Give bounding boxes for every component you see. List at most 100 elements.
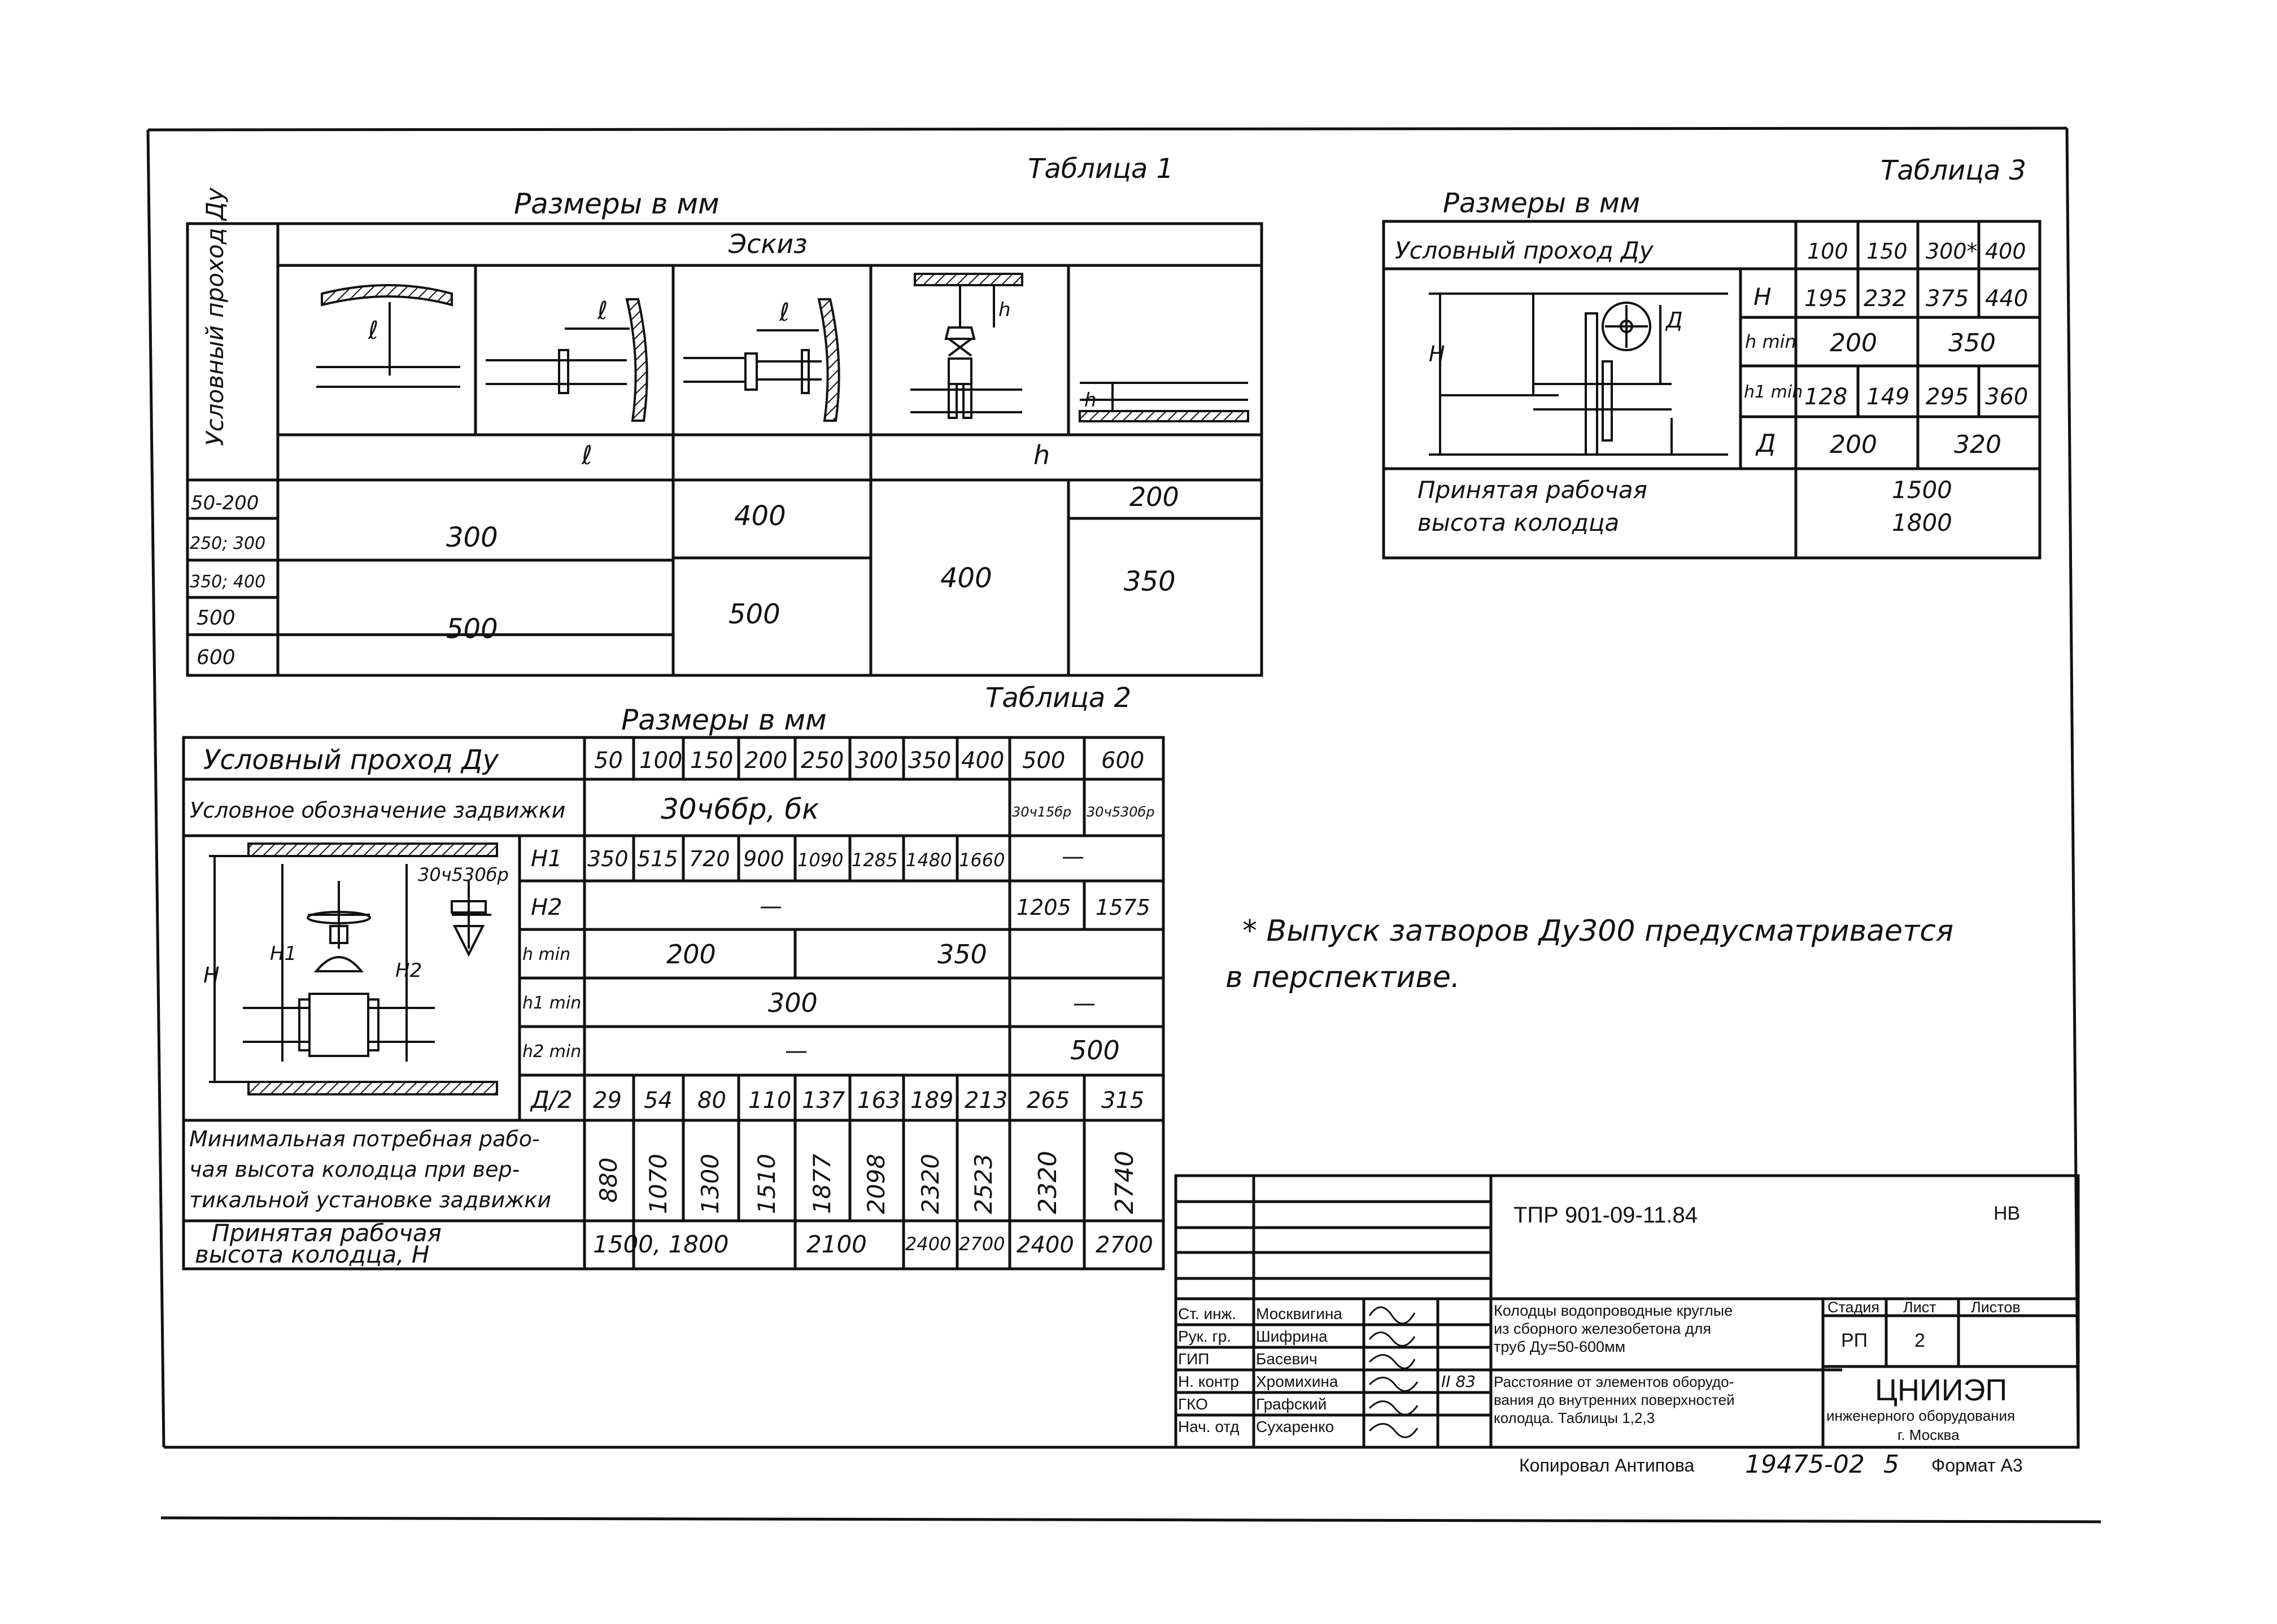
- table-1-h-label: h: [1033, 440, 1050, 470]
- table-3-dy-label: Условный проход Ду: [1395, 237, 1654, 264]
- table-3-prin: 1500: [1892, 476, 1952, 504]
- table-2-h1min-label: h1 min: [522, 993, 581, 1013]
- table-3-hmin-label: h min: [1745, 331, 1796, 352]
- table-3-prin-label: Принятая рабочая: [1417, 476, 1647, 504]
- sketch-dim: H1: [270, 942, 296, 965]
- table-1-units: Размеры в мм: [514, 187, 719, 220]
- footer-format: Формат А3: [1931, 1455, 2023, 1475]
- table-2-oboz: 30ч15бр: [1012, 804, 1071, 820]
- table-3-dy: 300*: [1926, 239, 1978, 264]
- table-2-H1: 1285: [852, 849, 897, 871]
- table-2-D2: 29: [593, 1088, 622, 1114]
- table-2-h2min: 500: [1070, 1035, 1120, 1066]
- table-2-D2: 189: [910, 1088, 953, 1114]
- stamp-role: ГКО: [1178, 1395, 1208, 1413]
- table-2-dy: 150: [690, 748, 733, 774]
- table-3-H: 195: [1804, 286, 1847, 312]
- table-1-row: 350; 400: [190, 572, 265, 592]
- table-2: Таблица 2 Размеры в мм Условный проход Д…: [182, 682, 1165, 1271]
- table-2-minh: 2098: [862, 1154, 890, 1214]
- table-1-col-head: Условный проход Ду: [201, 187, 229, 446]
- sketch-dim-h: h: [998, 299, 1011, 321]
- stamp-name: Хромихина: [1256, 1373, 1338, 1390]
- table-2-H2: 1205: [1017, 895, 1071, 920]
- table-1-eskiz: Эскиз: [728, 229, 808, 259]
- table-2-D2: 213: [965, 1088, 1007, 1114]
- table-3-prin: 1800: [1892, 509, 1952, 536]
- footer: Копировал Антипова 19475-02 5 Формат А3: [1519, 1450, 2023, 1479]
- stamp-role: ГИП: [1178, 1350, 1209, 1368]
- stamp-name: Сухаренко: [1256, 1418, 1334, 1435]
- table-2-hmin: 350: [937, 939, 987, 970]
- table-2-dy: 350: [908, 748, 951, 774]
- table-2-minh: 880: [595, 1158, 622, 1203]
- table-2-dy: 300: [855, 748, 898, 774]
- table-3: Таблица 3 Размеры в мм Условный проход Д…: [1382, 155, 2042, 560]
- table-2-D2: 54: [644, 1088, 673, 1114]
- table-1-value: 500: [729, 599, 780, 630]
- table-2-minh: 2320: [917, 1154, 944, 1214]
- stamp-signatures: [1368, 1306, 1419, 1438]
- table-2-dy: 600: [1101, 748, 1144, 774]
- table-3-H: 375: [1926, 286, 1969, 312]
- table-1-row: 600: [197, 646, 235, 669]
- table-2-prin: 2100: [806, 1230, 867, 1258]
- table-3-dy: 150: [1866, 239, 1908, 264]
- sketch-dim: H2: [395, 959, 422, 982]
- table-2-oboz-label: Условное обозначение задвижки: [190, 798, 565, 823]
- table-1: Таблица 1 Размеры в мм Эскиз Условный пр…: [186, 153, 1263, 677]
- table-2-prin: 2400: [905, 1233, 951, 1255]
- table-2-prin-label: Принятая рабочая: [212, 1219, 442, 1247]
- table-2-H1-label: H1: [531, 846, 562, 872]
- table-2-prin: 1500, 1800: [593, 1230, 729, 1258]
- table-2-H1: 720: [689, 846, 730, 871]
- stamp-title: Колодцы водопроводные круглые: [1494, 1302, 1733, 1319]
- stamp-sheet: 2: [1914, 1330, 1925, 1351]
- table-2-D2: 315: [1101, 1088, 1144, 1114]
- table-2-dy: 50: [594, 748, 623, 774]
- table-3-h1min-label: h1 min: [1744, 382, 1803, 402]
- sketch-dim-l: ℓ: [368, 316, 378, 345]
- table-2-D2: 137: [802, 1088, 845, 1114]
- sketch-wall-pipe: ℓ: [316, 284, 460, 388]
- stamp-stage: РП: [1841, 1330, 1868, 1351]
- table-2-hmin: 200: [666, 939, 716, 970]
- table-2-caption: Таблица 2: [985, 682, 1131, 714]
- stamp-desc: колодца. Таблицы 1,2,3: [1494, 1409, 1655, 1426]
- table-2-dy: 250: [801, 748, 844, 774]
- table-2-h2min-label: h2 min: [522, 1042, 581, 1062]
- stamp-role: Н. контр: [1178, 1373, 1239, 1390]
- sketch-label: 30ч530бр: [418, 864, 509, 885]
- table-3-H-label: H: [1753, 283, 1772, 311]
- sketch-socket-pipe: ℓ: [683, 298, 840, 422]
- table-1-value: 350: [1124, 566, 1176, 597]
- table-3-dy: 400: [1985, 239, 2026, 264]
- stamp-role: Ст. инж.: [1178, 1305, 1236, 1322]
- table-3-h1min: 128: [1804, 384, 1847, 410]
- stamp-role: Нач. отд: [1178, 1418, 1240, 1435]
- footer-number: 19475-02: [1745, 1450, 1865, 1479]
- table-3-H: 232: [1864, 286, 1907, 312]
- table-3-H: 440: [1985, 286, 2028, 312]
- table-2-dy-label: Условный проход Ду: [203, 744, 499, 776]
- sketch-dim-H: H: [1429, 342, 1445, 366]
- table-2-minh: 2320: [1033, 1151, 1062, 1214]
- table-3-caption: Таблица 3: [1881, 155, 2026, 186]
- footer-page: 5: [1883, 1450, 1899, 1479]
- table-2-D2: 265: [1027, 1088, 1070, 1114]
- sketch-valve: h: [910, 273, 1023, 419]
- table-2-minh: 2523: [970, 1154, 997, 1214]
- stamp-desc: вания до внутренних поверхностей: [1494, 1391, 1735, 1408]
- table-2-minh-label: чая высота колодца при вер-: [189, 1157, 520, 1182]
- footnote: * Выпуск затворов Ду300 предусматриваетс…: [1225, 914, 1953, 994]
- sketch-dim: H: [203, 963, 220, 988]
- sketch-dim-D: Д: [1665, 308, 1683, 333]
- table-2-minh: 1300: [696, 1154, 724, 1214]
- stamp-title: труб Ду=50-600мм: [1494, 1338, 1625, 1355]
- table-2-D2: 80: [697, 1088, 726, 1114]
- table-2-minh: 1070: [644, 1154, 672, 1214]
- table-2-D2-label: Д/2: [530, 1086, 573, 1114]
- table-2-minh: 1877: [808, 1154, 836, 1214]
- table-2-minh-label: Минимальная потребная рабо-: [189, 1127, 540, 1151]
